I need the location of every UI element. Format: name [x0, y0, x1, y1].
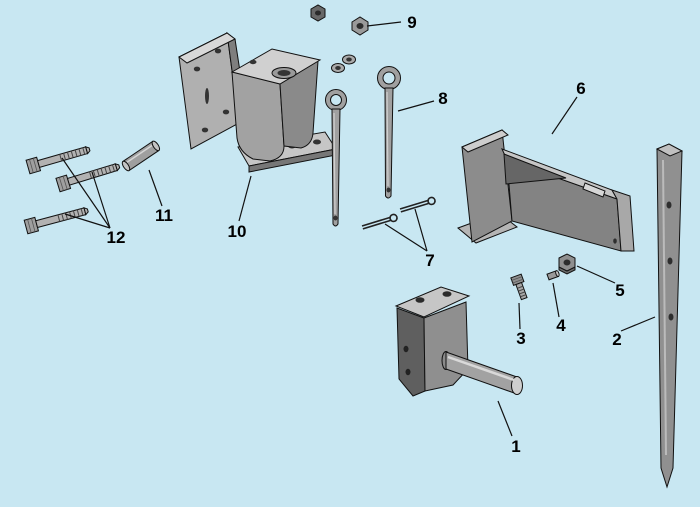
part-3-hex-bolt — [510, 273, 528, 301]
part-6-hitch-bracket — [457, 129, 635, 252]
part-label-11: 11 — [155, 206, 173, 225]
part-label-3: 3 — [516, 329, 525, 348]
lock-washers — [331, 54, 356, 73]
part-9-hex-nuts — [310, 4, 369, 36]
part-label-1: 1 — [511, 437, 520, 456]
part-label-6: 6 — [576, 79, 585, 98]
part-7-cotter-pins — [360, 195, 437, 232]
part-label-8: 8 — [438, 89, 447, 108]
part-11-spacer-pin — [121, 140, 161, 172]
leader-lines — [61, 21, 656, 437]
part-label-5: 5 — [615, 281, 624, 300]
part-label-9: 9 — [407, 13, 416, 32]
part-labels: 1 2 3 4 5 6 7 8 9 10 11 12 — [107, 13, 625, 456]
part-label-10: 10 — [228, 222, 247, 241]
part-label-7: 7 — [425, 251, 434, 270]
part-12-hex-bolts — [23, 142, 122, 235]
part-1-pin-bracket — [394, 286, 523, 397]
part-4-stud — [546, 270, 560, 281]
part-label-12: 12 — [107, 228, 126, 247]
part-8-eye-bolts — [325, 66, 401, 227]
part-2-flat-bar — [655, 143, 684, 489]
part-label-2: 2 — [612, 330, 621, 349]
part-label-4: 4 — [556, 316, 566, 335]
part-5-hex-nut — [558, 253, 576, 275]
part-10-mount-bracket — [178, 31, 337, 173]
